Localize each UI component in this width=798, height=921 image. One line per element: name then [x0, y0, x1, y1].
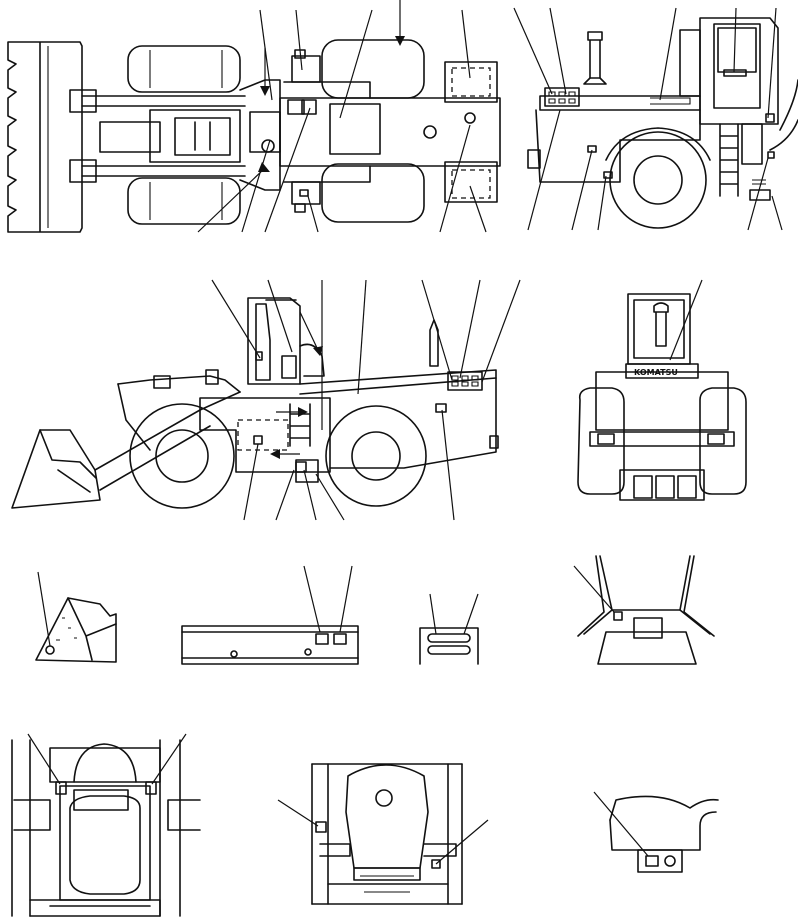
top-view: [7, 0, 501, 233]
cab-interior-detail: [573, 555, 715, 665]
frame-detail: [181, 565, 359, 665]
left-side-view: [11, 279, 521, 521]
left-side-view-leaders: [211, 279, 521, 521]
bucket-outline: [7, 41, 83, 233]
rail-detail: [419, 593, 479, 665]
rear-frame-detail: [277, 763, 489, 905]
rear-view: KOMATSU: [577, 279, 747, 501]
top-view-leaders: [197, 0, 487, 233]
rear-side-view-leaders: [513, 7, 783, 231]
rear-side-view: [513, 7, 798, 231]
bucket-detail: [35, 571, 117, 663]
cab-seat-detail: [11, 733, 201, 917]
brand-text: KOMATSU: [634, 368, 678, 377]
bracket-detail: [593, 791, 719, 873]
